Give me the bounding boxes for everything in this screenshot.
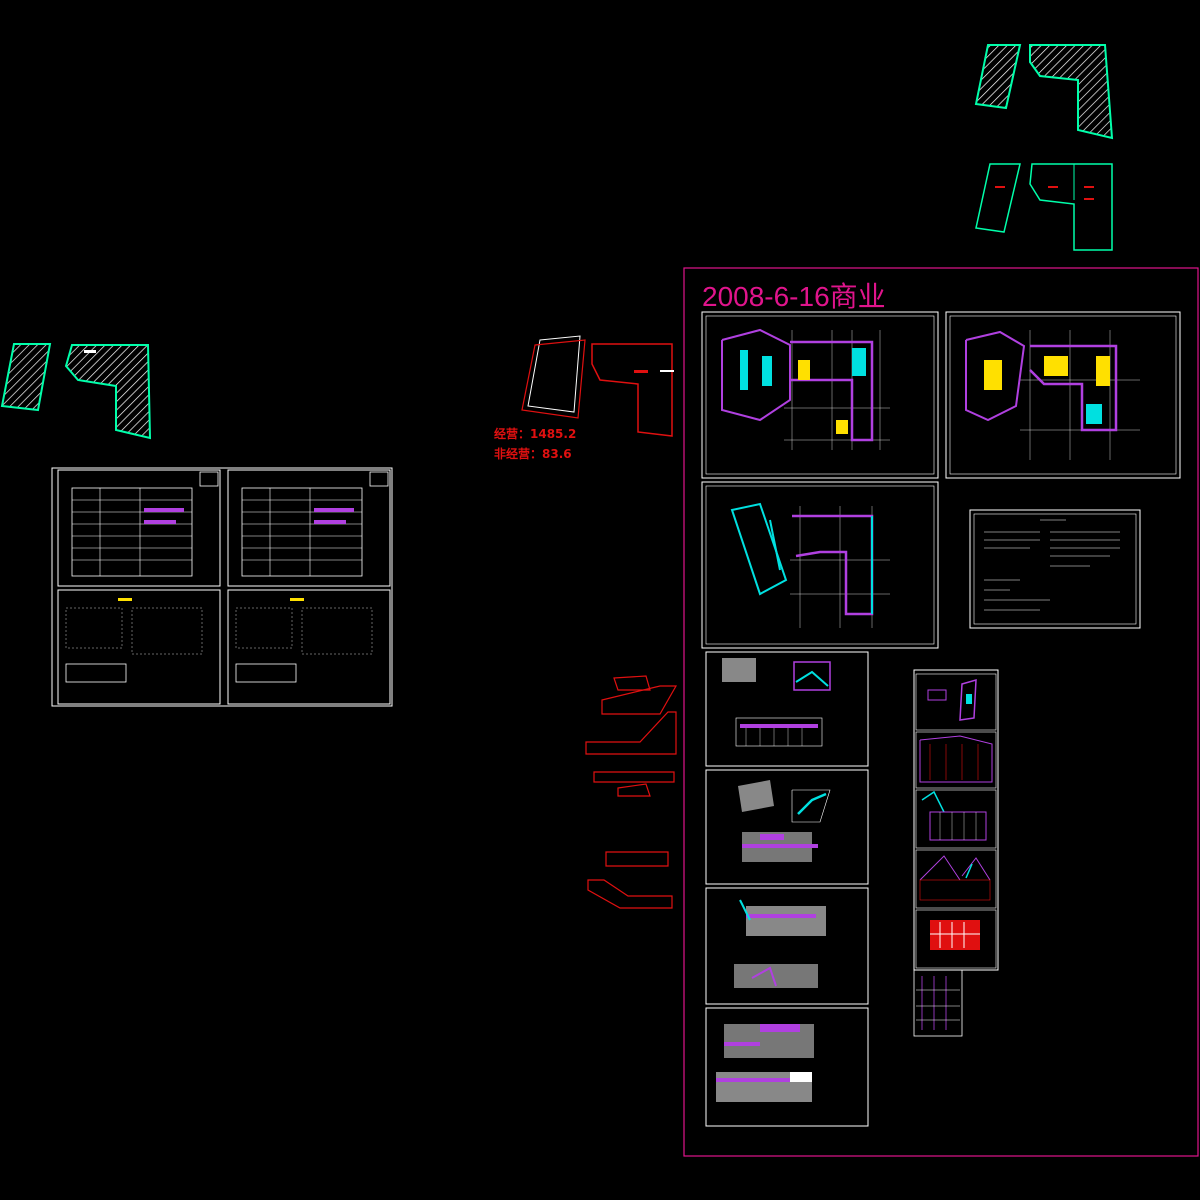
site-outline-red-middle [521,335,674,437]
area-table-sheet-1 [57,469,221,587]
elevation-sheets-column [705,651,869,1127]
elevation-sheet-1 [705,651,869,767]
site-outline-hatched-top [974,44,1114,140]
detail-sheet-b [915,731,997,789]
elevation-sheet-4 [705,1007,869,1127]
operating-area-label: 经营：1485.2 [494,426,576,441]
detail-sheet-d [915,849,997,909]
area-notes-sheet-3 [57,589,221,705]
red-section-shapes [585,675,678,909]
elevation-sheet-3 [705,887,869,1005]
notes-sheet [969,509,1141,629]
site-outline-hatched-left [0,343,152,440]
detail-sheets-strip [913,669,999,1037]
project-title: 2008-6-16商业 [702,281,886,312]
plan-sheet-3 [701,481,939,649]
detail-sheet-a [915,673,997,731]
plan-sheet-1 [701,311,939,479]
detail-sheet-c [915,789,997,849]
area-table-sheet-2 [227,469,391,587]
area-table-sheets [51,467,393,707]
site-outline-labelled [975,163,1113,251]
main-sheet-frame [683,267,1199,1157]
detail-sheet-f [913,969,963,1037]
plan-sheet-2 [945,311,1181,479]
elevation-sheet-2 [705,769,869,885]
detail-sheet-e [915,909,997,969]
area-notes-sheet-4 [227,589,391,705]
non-operating-area-label: 非经营：83.6 [494,446,572,461]
